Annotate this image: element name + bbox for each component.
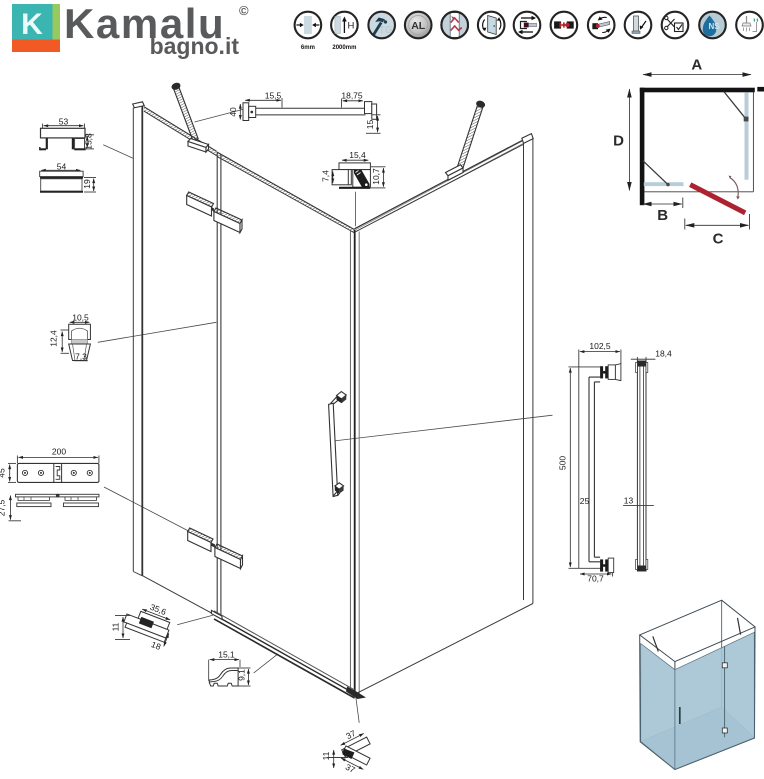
svg-text:500: 500	[558, 456, 568, 470]
svg-text:7,3: 7,3	[75, 352, 87, 362]
svg-text:10,7: 10,7	[371, 168, 381, 185]
svg-text:12,4: 12,4	[49, 330, 59, 347]
svg-text:11: 11	[321, 751, 331, 760]
svg-text:70,7: 70,7	[587, 574, 604, 584]
svg-text:A: A	[691, 56, 702, 73]
svg-text:18,4: 18,4	[655, 349, 672, 359]
svg-text:37: 37	[344, 762, 357, 775]
svg-text:15: 15	[365, 120, 375, 130]
svg-text:18,75: 18,75	[341, 91, 363, 101]
svg-text:25: 25	[580, 496, 590, 506]
svg-text:13: 13	[624, 496, 634, 506]
svg-text:45: 45	[0, 468, 7, 478]
svg-text:K: K	[21, 8, 43, 41]
svg-text:bagno.it: bagno.it	[150, 33, 240, 59]
svg-text:AL: AL	[411, 20, 426, 32]
svg-text:9,1: 9,1	[237, 669, 247, 681]
svg-text:7,4: 7,4	[321, 170, 331, 182]
svg-text:54: 54	[57, 161, 67, 171]
svg-text:15,1: 15,1	[218, 650, 235, 660]
svg-text:©: ©	[239, 3, 249, 18]
svg-text:Kamalu: Kamalu	[64, 0, 225, 47]
svg-text:NS: NS	[708, 22, 720, 31]
svg-text:37: 37	[344, 728, 357, 741]
svg-text:15,8: 15,8	[84, 133, 94, 150]
svg-text:TG: TG	[379, 25, 393, 36]
svg-text:6mm: 6mm	[301, 45, 315, 51]
svg-text:102,5: 102,5	[589, 341, 611, 351]
svg-text:C: C	[713, 231, 724, 248]
svg-text:10,5: 10,5	[72, 313, 89, 323]
svg-text:200: 200	[52, 447, 66, 457]
svg-text:B: B	[657, 207, 668, 224]
svg-text:15,4: 15,4	[349, 150, 366, 160]
svg-text:11: 11	[111, 622, 121, 631]
svg-text:18: 18	[150, 639, 163, 652]
svg-text:27,5: 27,5	[0, 499, 7, 516]
svg-text:19: 19	[82, 179, 92, 189]
svg-text:H: H	[347, 21, 354, 32]
svg-text:40: 40	[228, 107, 238, 117]
svg-text:35,6: 35,6	[149, 602, 168, 617]
svg-text:53: 53	[59, 117, 69, 127]
svg-text:15,5: 15,5	[265, 91, 282, 101]
svg-text:2000mm: 2000mm	[332, 45, 356, 51]
svg-text:D: D	[613, 132, 624, 149]
